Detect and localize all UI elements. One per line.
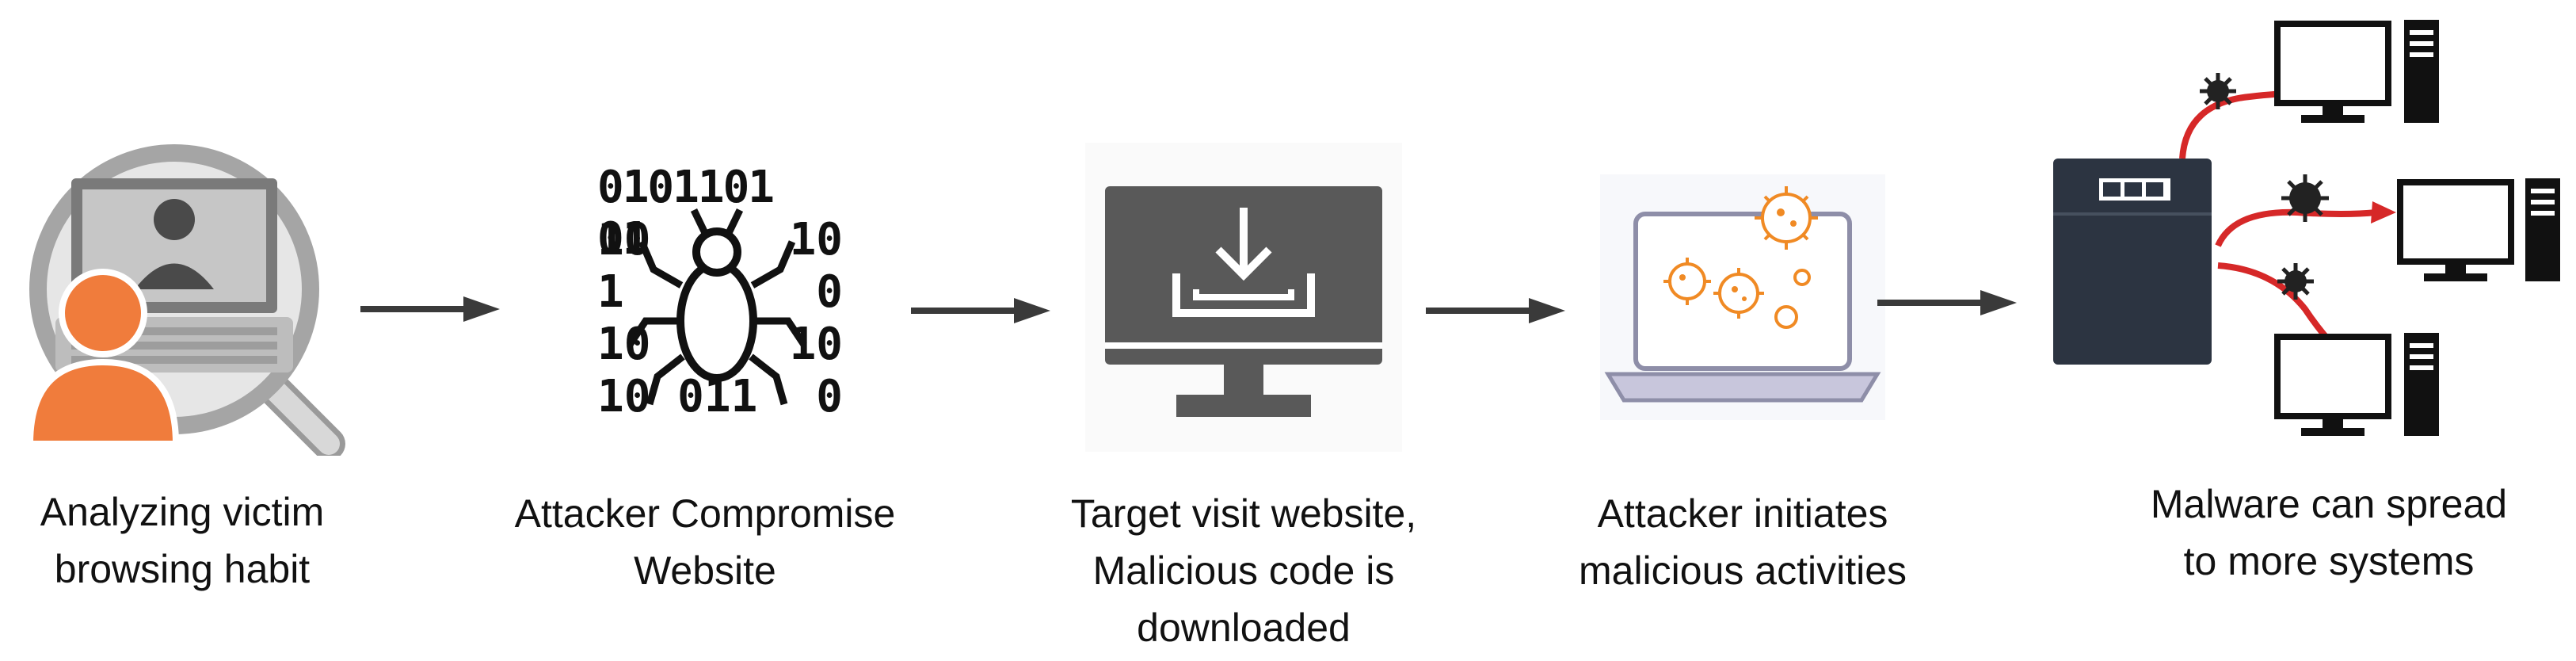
step-1-caption: Analyzing victim browsing habit	[0, 483, 364, 598]
flow-arrow	[1426, 298, 1565, 323]
caption-line: malicious activities	[1578, 548, 1907, 593]
step-3-caption: Target visit website, Malicious code is …	[1014, 485, 1473, 656]
binary-row: 10	[597, 214, 651, 266]
binary-row: 0101101 01	[597, 162, 775, 265]
caption-line: downloaded	[1137, 606, 1351, 650]
binary-row: 1	[597, 266, 624, 318]
download-monitor-icon	[1085, 143, 1402, 452]
infected-laptop-icon	[1600, 174, 1885, 420]
step-2-caption: Attacker Compromise Website	[475, 485, 935, 599]
server-spread-icon	[2053, 20, 2560, 436]
caption-line: Target visit website,	[1070, 491, 1417, 536]
caption-line: Analyzing victim	[40, 490, 325, 534]
binary-col-right: 0	[816, 266, 843, 318]
binary-row: 10	[597, 319, 651, 370]
caption-line: Malicious code is	[1092, 548, 1395, 593]
flow-arrow	[1877, 290, 2017, 315]
caption-line: Malware can spread	[2150, 482, 2508, 526]
caption-line: Website	[634, 548, 776, 593]
step-5-caption: Malware can spread to more systems	[2107, 476, 2551, 590]
magnifier-user-icon	[26, 144, 345, 456]
caption-line: Attacker initiates	[1597, 491, 1888, 536]
step-4-caption: Attacker initiates malicious activities	[1521, 485, 1964, 599]
caption-line: Attacker Compromise	[514, 491, 896, 536]
binary-bug-icon: 0101101 01 10 1 10 10 011 10 0 10 0	[586, 162, 848, 422]
binary-col-right: 10	[789, 214, 843, 266]
binary-col-right: 10	[789, 319, 843, 370]
binary-col-right: 0	[816, 371, 843, 422]
binary-row: 10 011	[597, 371, 758, 422]
flow-arrow	[360, 296, 500, 322]
caption-line: browsing habit	[54, 547, 311, 591]
caption-line: to more systems	[2183, 539, 2475, 583]
flow-arrow	[911, 298, 1050, 323]
